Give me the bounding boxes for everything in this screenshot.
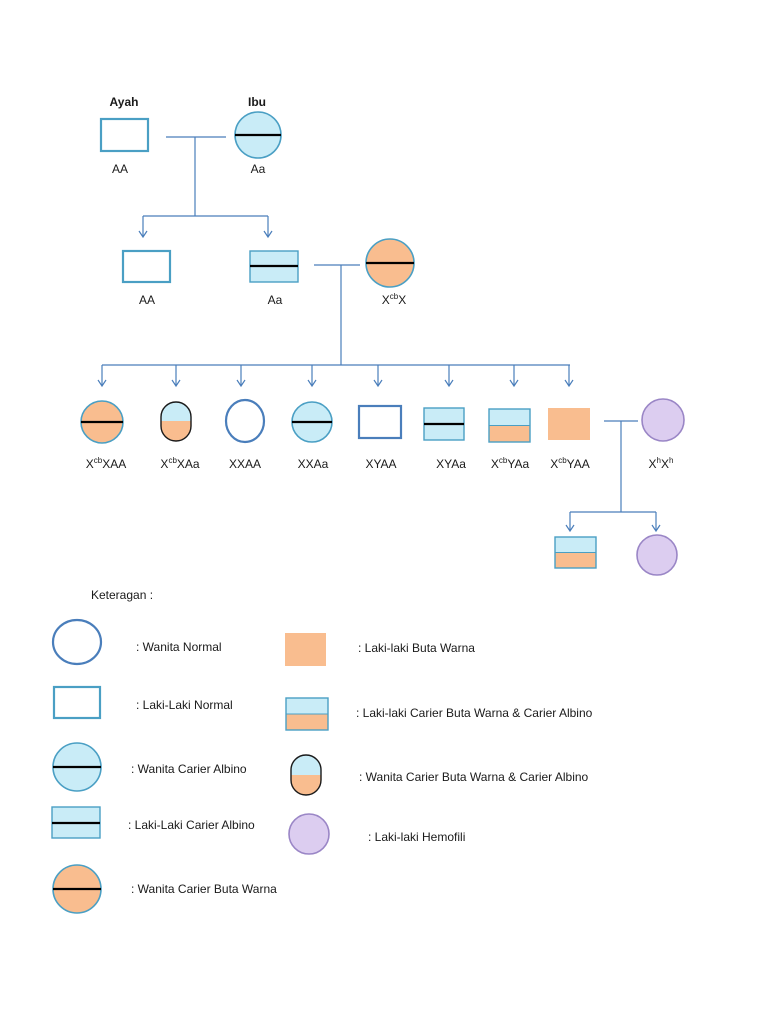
gen3-drop-lines xyxy=(97,365,574,388)
arrow-head xyxy=(307,379,317,388)
legend-symbol-male-carrier-albino xyxy=(51,806,101,839)
father-male-normal xyxy=(99,117,150,153)
gen3-genotype: XcbXAa xyxy=(160,456,199,471)
gen4-male-hemophilia xyxy=(636,534,678,576)
arrow-head xyxy=(138,230,148,239)
arrow-head xyxy=(509,379,519,388)
legend-text-female-normal: : Wanita Normal xyxy=(136,640,222,654)
gen3-child3-female-normal xyxy=(224,398,266,444)
legend-text-female-carrier-colorblind-albino: : Wanita Carier Buta Warna & Carier Albi… xyxy=(359,770,589,784)
gen3-child6-male-carrier-albino xyxy=(423,407,465,441)
arrow-head xyxy=(651,524,661,533)
arrow-head xyxy=(373,379,383,388)
legend-text-male-carrier-albino: : Laki-Laki Carier Albino xyxy=(128,818,255,832)
gen4-male-carrier-colorblind-albino xyxy=(554,536,597,569)
gen3-child8-male-colorblind xyxy=(548,408,590,440)
legend-symbol-female-carrier-colorblind-albino xyxy=(290,754,322,796)
arrow-head xyxy=(565,524,575,533)
gen3-child7-male-carrier-colorblind-albino xyxy=(488,408,531,443)
legend-symbol-female-carrier-colorblind xyxy=(52,864,102,914)
arrow-head xyxy=(263,230,273,239)
gen3-genotype-labels: XcbXAA XcbXAa XXAA XXAa XYAA XYAa XcbYAa… xyxy=(86,456,674,471)
gen3-child5-male-normal xyxy=(357,404,403,440)
legend-text-male-carrier-colorblind-albino: : Laki-laki Carier Buta Warna & Carier A… xyxy=(356,706,593,720)
gen3-genotype: XcbYAA xyxy=(550,456,590,471)
legend-symbol-male-hemophilia xyxy=(288,813,330,855)
father-title: Ayah xyxy=(110,95,139,109)
legend-text-male-hemophilia: : Laki-laki Hemofili xyxy=(368,830,465,844)
gen2-spouse-genotype: XcbX xyxy=(382,292,406,307)
mother-title: Ibu xyxy=(248,95,266,109)
gen2-male-normal xyxy=(121,249,172,284)
legend-symbol-male-colorblind xyxy=(285,633,326,666)
legend-symbol-female-carrier-albino xyxy=(52,742,102,792)
mother-female-carrier-albino xyxy=(234,111,282,159)
gen3-genotype: XYAA xyxy=(365,457,396,471)
gen3-child2-female-carrier-colorblind-albino xyxy=(160,401,192,442)
legend-title: Keteragan : xyxy=(91,588,153,602)
gen3-child4-female-carrier-albino xyxy=(291,401,333,443)
gen3-genotype: XcbYAa xyxy=(491,456,530,471)
arrow-head xyxy=(97,379,107,388)
gen2-child2-genotype: Aa xyxy=(268,293,283,307)
father-genotype: AA xyxy=(112,162,128,176)
arrow-head xyxy=(171,379,181,388)
legend-text-female-carrier-colorblind: : Wanita Carier Buta Warna xyxy=(131,882,277,896)
legend-symbol-female-normal xyxy=(51,618,103,666)
legend-symbol-male-carrier-colorblind-albino xyxy=(285,697,329,731)
legend-text-male-colorblind: : Laki-laki Buta Warna xyxy=(358,641,475,655)
gen3-child1-female-carrier-colorblind xyxy=(80,400,124,444)
gen3-genotype: XXAA xyxy=(229,457,261,471)
legend-text-male-normal: : Laki-Laki Normal xyxy=(136,698,233,712)
gen3-genotype: XcbXAA xyxy=(86,456,126,471)
gen2-spouse-female-carrier-colorblind xyxy=(365,238,415,288)
gen3-genotype: XXAa xyxy=(298,457,329,471)
gen3-spouse-genotype: XhXh xyxy=(649,456,674,471)
arrow-head xyxy=(236,379,246,388)
mother-genotype: Aa xyxy=(251,162,266,176)
arrow-head xyxy=(564,379,574,388)
legend-text-female-carrier-albino: : Wanita Carier Albino xyxy=(131,762,247,776)
gen2-child1-genotype: AA xyxy=(139,293,155,307)
arrow-head xyxy=(444,379,454,388)
gen3-genotype: XYAa xyxy=(436,457,466,471)
legend-symbol-male-normal xyxy=(52,685,102,720)
gen2-male-carrier-albino xyxy=(249,250,299,283)
gen3-spouse-male-hemophilia xyxy=(641,398,685,442)
